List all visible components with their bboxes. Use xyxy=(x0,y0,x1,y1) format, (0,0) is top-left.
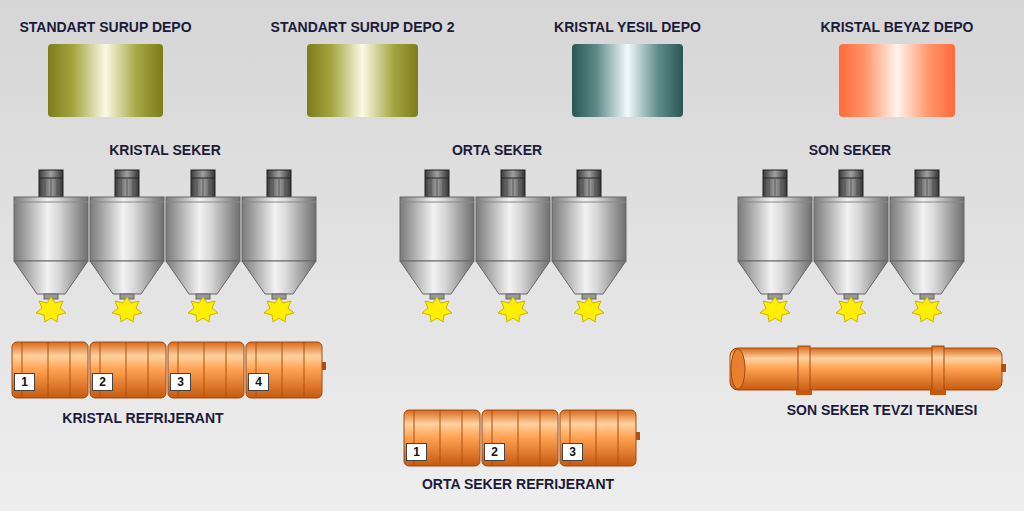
callout-number-box: 1 xyxy=(14,373,35,391)
callout-number-box: 1 xyxy=(406,443,427,461)
tank-title: KRISTAL YESIL DEPO xyxy=(554,19,701,35)
tank-title: STANDART SURUP DEPO xyxy=(19,19,191,35)
kristal-refrigerants xyxy=(12,342,326,398)
son-centrifuges xyxy=(738,170,964,322)
callout-number: 1 xyxy=(413,445,420,459)
callout-number: 3 xyxy=(177,375,184,389)
kristal-centrifuges xyxy=(14,170,316,322)
distribution-trough xyxy=(730,346,1006,395)
callout-number-box: 2 xyxy=(484,443,505,461)
group-label: KRISTAL REFRIJERANT xyxy=(62,410,223,426)
callout-number: 2 xyxy=(491,445,498,459)
callout-number-box: 3 xyxy=(170,373,191,391)
storage-tank: STANDART SURUP DEPO 2 xyxy=(307,44,418,117)
callout-number-box: 2 xyxy=(92,373,113,391)
group-label: ORTA SEKER REFRIJERANT xyxy=(422,476,614,492)
orta-centrifuges xyxy=(400,170,626,322)
tank-title: KRISTAL BEYAZ DEPO xyxy=(821,19,974,35)
callout-number: 4 xyxy=(255,375,262,389)
orta-refrigerants xyxy=(404,410,640,466)
group-label: SON SEKER xyxy=(809,142,891,158)
callout-number-box: 4 xyxy=(248,373,269,391)
callout-number: 2 xyxy=(99,375,106,389)
callout-number: 3 xyxy=(569,445,576,459)
callout-number: 1 xyxy=(21,375,28,389)
callout-number-box: 3 xyxy=(562,443,583,461)
storage-tank: KRISTAL BEYAZ DEPO xyxy=(839,44,955,117)
storage-tank: KRISTAL YESIL DEPO xyxy=(572,44,683,117)
tank-title: STANDART SURUP DEPO 2 xyxy=(271,19,455,35)
group-label: KRISTAL SEKER xyxy=(109,142,221,158)
group-label: ORTA SEKER xyxy=(452,142,542,158)
storage-tank: STANDART SURUP DEPO xyxy=(48,44,163,117)
group-label: SON SEKER TEVZI TEKNESI xyxy=(787,402,978,418)
